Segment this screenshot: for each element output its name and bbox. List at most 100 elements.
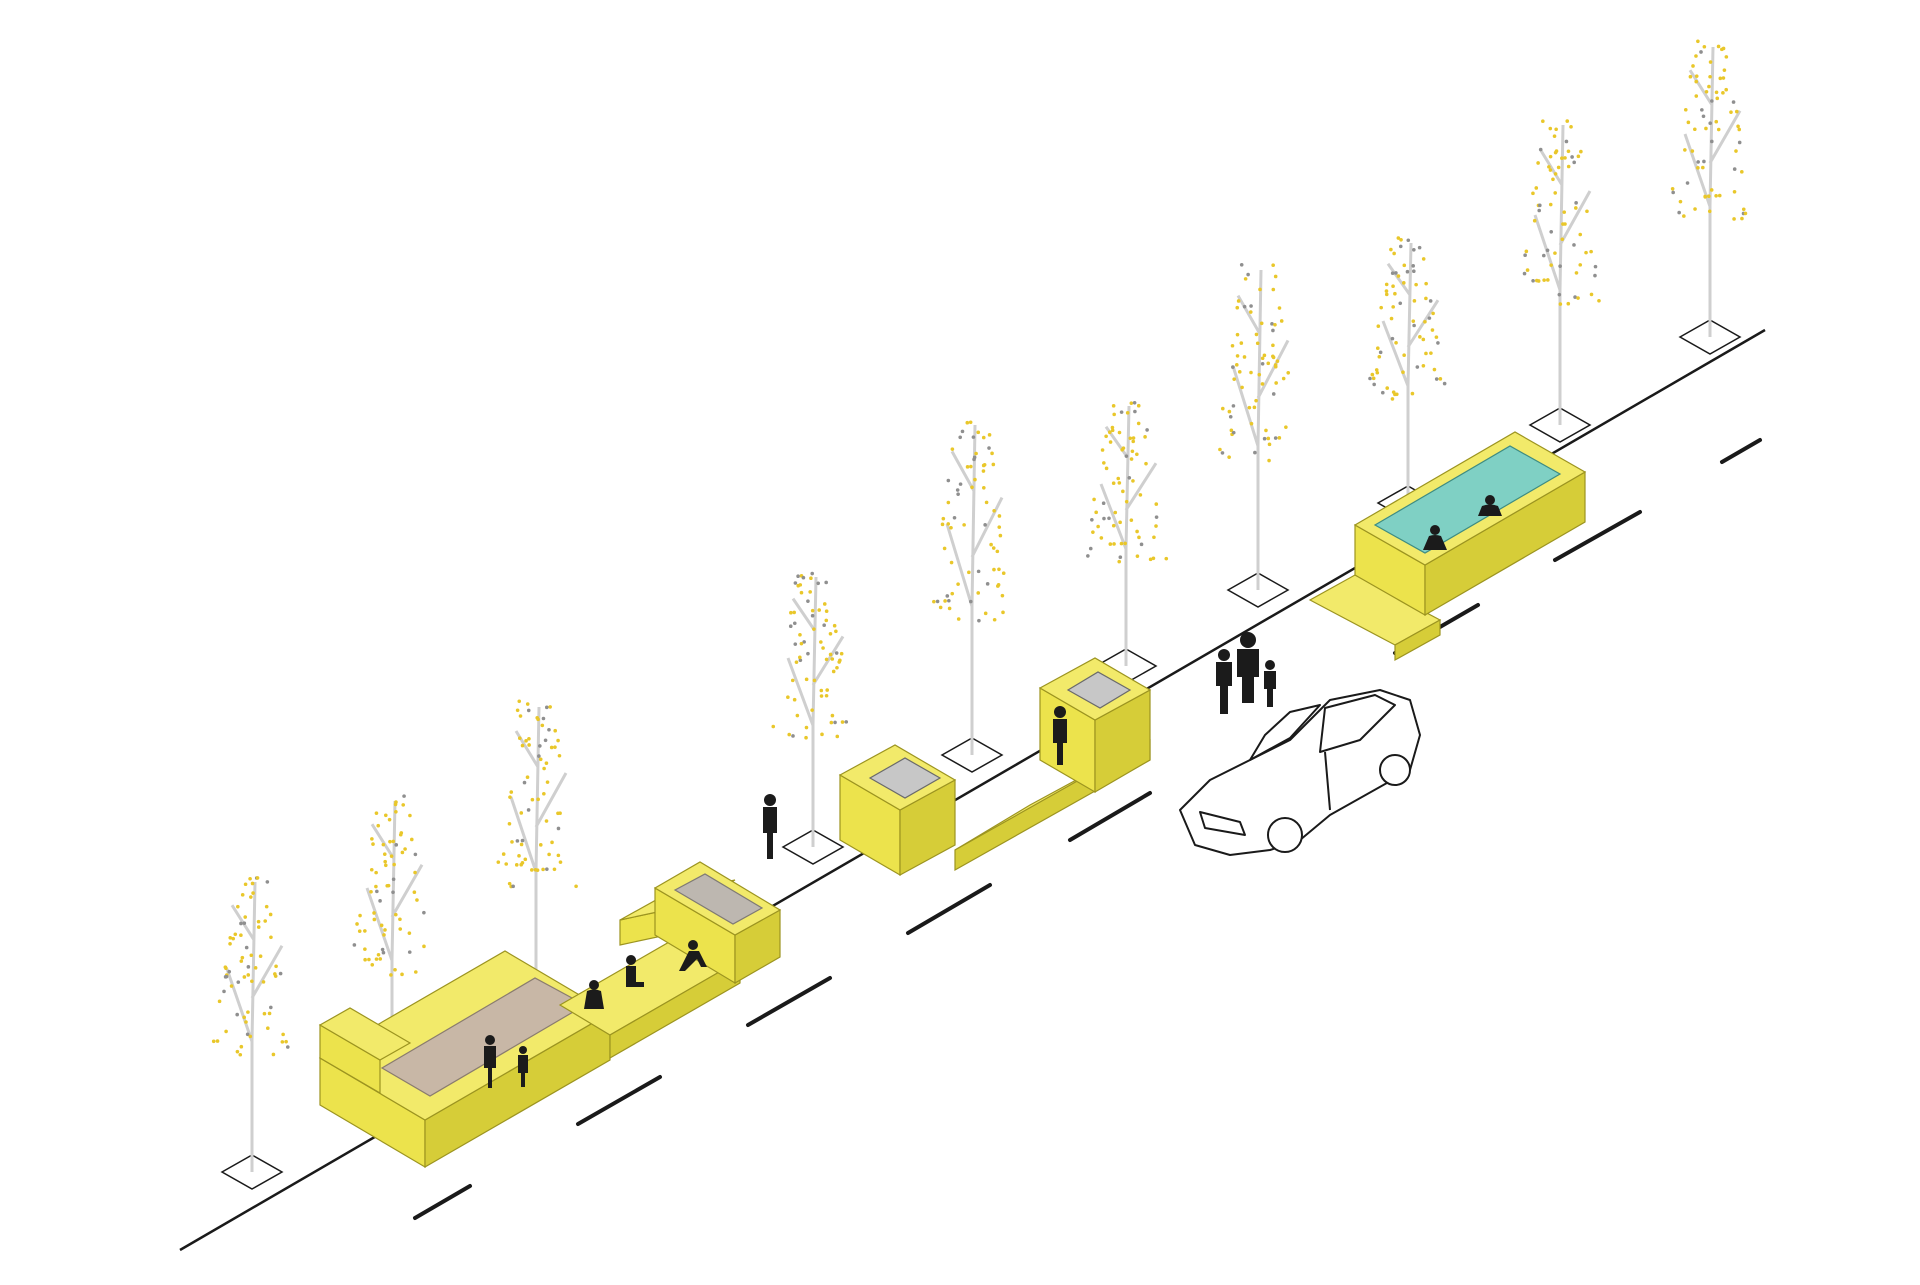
tree-leaf [242,921,247,925]
tree-leaf [1743,211,1748,216]
tree-leaf [1236,299,1241,303]
tree-leaf [372,917,377,922]
tree-leaf [794,660,799,664]
tree-leaf [1131,439,1136,444]
car-door-line [1324,751,1331,811]
tree-leaf [1553,191,1558,195]
person-silhouette-icon [1237,632,1259,703]
tree-leaf [1702,44,1707,49]
tree-leaf [1734,149,1738,153]
tree-leaf [1584,250,1588,255]
tree-leaf [1432,367,1437,372]
tree-leaf [792,621,797,626]
tree-leaf [1578,263,1583,267]
tree-leaf [1391,305,1395,309]
tree-leaf [536,717,540,722]
tree-leaf [1690,149,1695,153]
tree-leaf [981,435,986,440]
tree-leaf [1231,430,1236,435]
tree-leaf [828,631,833,636]
tree-leaf [1394,271,1398,275]
tree-leaf [1548,168,1553,172]
tree-leaf [956,617,961,621]
tree-leaf [1410,391,1415,396]
tree-leaf [398,832,403,837]
reading-bench-module [838,657,1152,877]
tree-trunk [786,576,845,847]
tree-leaf [1670,186,1675,191]
sandbox-module [318,950,612,1169]
tree-leaf [791,734,795,738]
tree-leaf [1438,377,1443,381]
tree-leaf [817,608,821,612]
splash-pool-module [1308,431,1587,662]
lane-dash [1068,791,1152,842]
tree-leaf [378,957,383,961]
tree-trunk [945,424,1004,755]
tree-leaf [228,942,232,946]
tree-leaf [519,811,524,815]
tree-leaf [1376,324,1381,329]
tree-leaf [1573,295,1577,299]
tree-leaf [1374,368,1379,372]
tree-leaf [269,1005,273,1010]
tree-leaf [824,693,829,698]
tree-leaf [1421,363,1426,368]
tree-leaf [844,720,849,724]
tree-leaf [1398,301,1403,306]
tree-icon [932,420,1006,755]
tree-leaf [1574,271,1579,275]
tree-leaf [1394,340,1398,345]
tree-leaf [1562,210,1567,214]
tree-leaf [824,580,828,585]
tree-leaf [837,660,842,664]
tree-leaf [1576,296,1580,300]
tree-leaf [222,989,226,994]
tree-leaf [1102,461,1106,465]
tree-leaf [1229,428,1234,433]
tree-leaf [1143,435,1147,439]
tree-leaf [1722,68,1727,72]
tree-leaf [383,928,387,932]
tree-leaf [382,933,386,937]
tree-leaf [265,880,270,884]
tree-leaf [1260,361,1265,366]
lane-dash [413,1184,472,1220]
tree-leaf [1111,481,1116,486]
tree-leaf [968,599,973,604]
tree-leaf [1110,428,1115,433]
tree-leaf [1128,436,1133,441]
tree-leaf [383,813,388,818]
tree-leaf [1129,401,1134,405]
tree-leaf [509,790,514,794]
tree-leaf [1593,264,1598,269]
tree-leaf [1100,448,1105,452]
tree-leaf [239,1044,244,1049]
tree-leaf [236,904,240,909]
tree-leaf [1560,237,1565,242]
tree-leaf [816,581,820,586]
tree-leaf [1392,251,1396,256]
tree-leaf [380,947,385,952]
car-wheel-rear [1379,754,1411,786]
tree-leaf [819,688,824,693]
tree-leaf [549,745,554,750]
tree-leaf [788,624,793,628]
tree-leaf [1560,156,1564,161]
tree-leaf [1275,359,1280,364]
tree-leaf [834,629,838,634]
tree-leaf [1390,397,1395,401]
tree-leaf [1710,139,1714,144]
tree-leaf [1541,253,1546,258]
tree-leaf [792,697,797,702]
tree-leaf [1389,316,1394,321]
tree-leaf [530,797,535,802]
tree-leaf [268,912,273,917]
tree-leaf [1384,289,1389,293]
tree-leaf [518,714,523,718]
tree-leaf [1266,436,1271,441]
tree-leaf [1548,202,1553,207]
tree-leaf [1117,430,1122,435]
tree-leaf [538,757,543,762]
tree-leaf [1708,74,1712,79]
